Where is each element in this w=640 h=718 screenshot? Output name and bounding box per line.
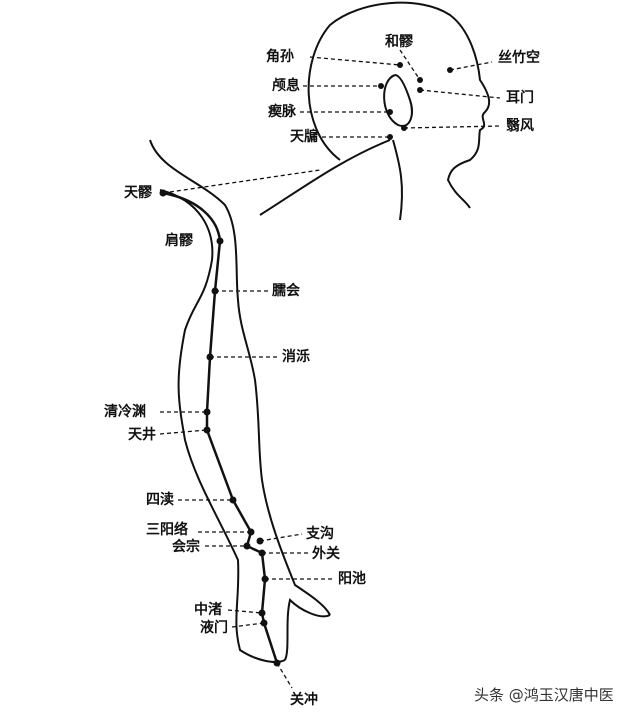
label-tianliao: 天髎 (124, 185, 152, 201)
label-jiaosun: 角孙 (266, 49, 294, 65)
label-zhigou: 支沟 (306, 526, 334, 542)
label-luxi: 颅息 (272, 78, 300, 94)
head-outline (307, 1, 491, 209)
label-yemen: 液门 (200, 620, 228, 636)
label-heliao: 和髎 (385, 34, 413, 50)
arm-outline (149, 139, 331, 616)
label-xiaoluo: 消泺 (282, 349, 310, 365)
label-waiguan: 外关 (312, 546, 340, 562)
label-ermen: 耳门 (506, 90, 534, 106)
watermark: 头条 @鸿玉汉唐中医 (474, 686, 614, 704)
label-qinglengyuan: 清冷渊 (104, 404, 146, 420)
label-jianliao: 肩髎 (165, 233, 193, 249)
label-chimai: 瘈脉 (268, 104, 296, 120)
label-yangchi: 阳池 (338, 571, 366, 587)
label-huizong: 会宗 (172, 539, 200, 555)
label-zhongzhu: 中渚 (194, 602, 222, 618)
label-guanchong: 关冲 (290, 692, 318, 708)
label-sizhukong: 丝竹空 (498, 50, 540, 66)
label-sanyangluo: 三阳络 (146, 522, 188, 538)
meridian-line (162, 191, 279, 664)
label-naohui: 臑会 (272, 283, 300, 299)
label-sidu: 四渎 (146, 492, 174, 508)
label-tianjing: 天井 (128, 427, 156, 443)
label-yifeng: 翳风 (506, 118, 534, 134)
label-tianyou: 天牖 (290, 129, 318, 145)
